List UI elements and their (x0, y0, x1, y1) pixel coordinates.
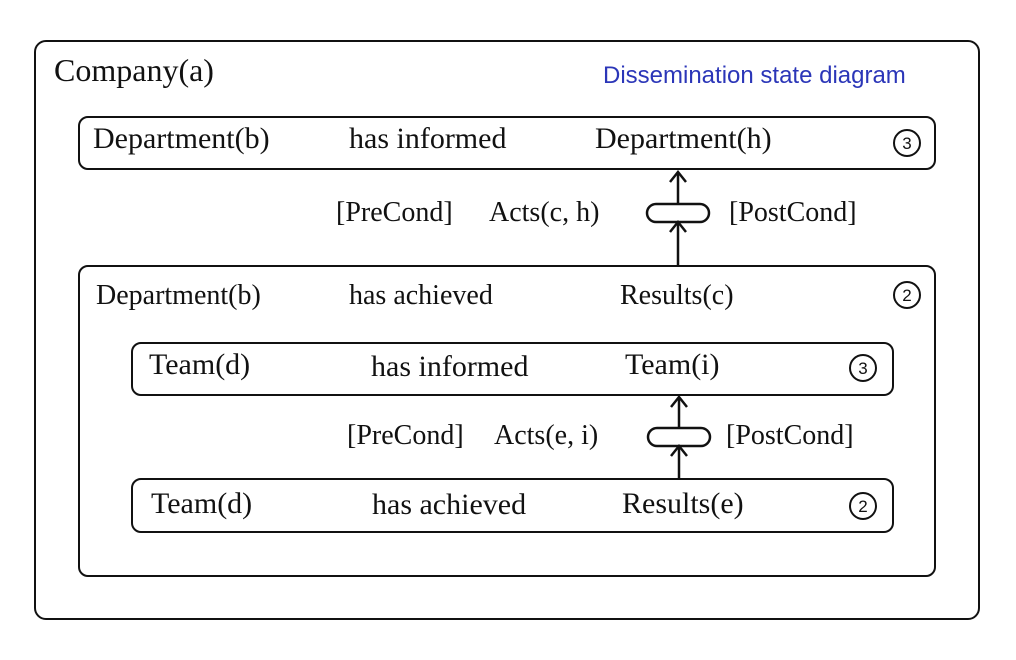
company-box (34, 40, 980, 620)
middle-state-middle: has achieved (349, 280, 493, 311)
inner-top-left: Team(d) (149, 348, 251, 381)
diagram-caption: Dissemination state diagram (603, 62, 906, 89)
middle-state-left: Department(b) (96, 280, 261, 311)
top-state-badge: 3 (893, 129, 921, 157)
lower-precond: [PreCond] (347, 420, 464, 451)
inner-top-middle: has informed (371, 350, 529, 383)
middle-state-box (78, 265, 936, 577)
top-state-right: Department(h) (595, 122, 772, 155)
inner-top-badge: 3 (849, 354, 877, 382)
lower-transition-connector (646, 394, 712, 479)
upper-transition-connector (645, 169, 711, 265)
upper-postcond: [PostCond] (729, 197, 857, 228)
inner-bottom-left: Team(d) (151, 487, 253, 520)
lower-postcond: [PostCond] (726, 420, 854, 451)
inner-bottom-state-box (131, 478, 894, 533)
upper-precond: [PreCond] (336, 197, 453, 228)
inner-top-right: Team(i) (625, 348, 720, 381)
middle-state-right: Results(c) (620, 280, 734, 311)
company-label: Company(a) (54, 52, 214, 88)
upper-acts: Acts(c, h) (489, 197, 600, 228)
inner-bottom-middle: has achieved (372, 488, 527, 521)
top-state-left: Department(b) (93, 122, 270, 155)
inner-bottom-badge: 2 (849, 492, 877, 520)
top-state-middle: has informed (349, 122, 507, 155)
middle-state-badge: 2 (893, 281, 921, 309)
top-state-box (78, 116, 936, 170)
lower-acts: Acts(e, i) (494, 420, 599, 451)
inner-bottom-right: Results(e) (622, 487, 744, 520)
inner-top-state-box (131, 342, 894, 396)
